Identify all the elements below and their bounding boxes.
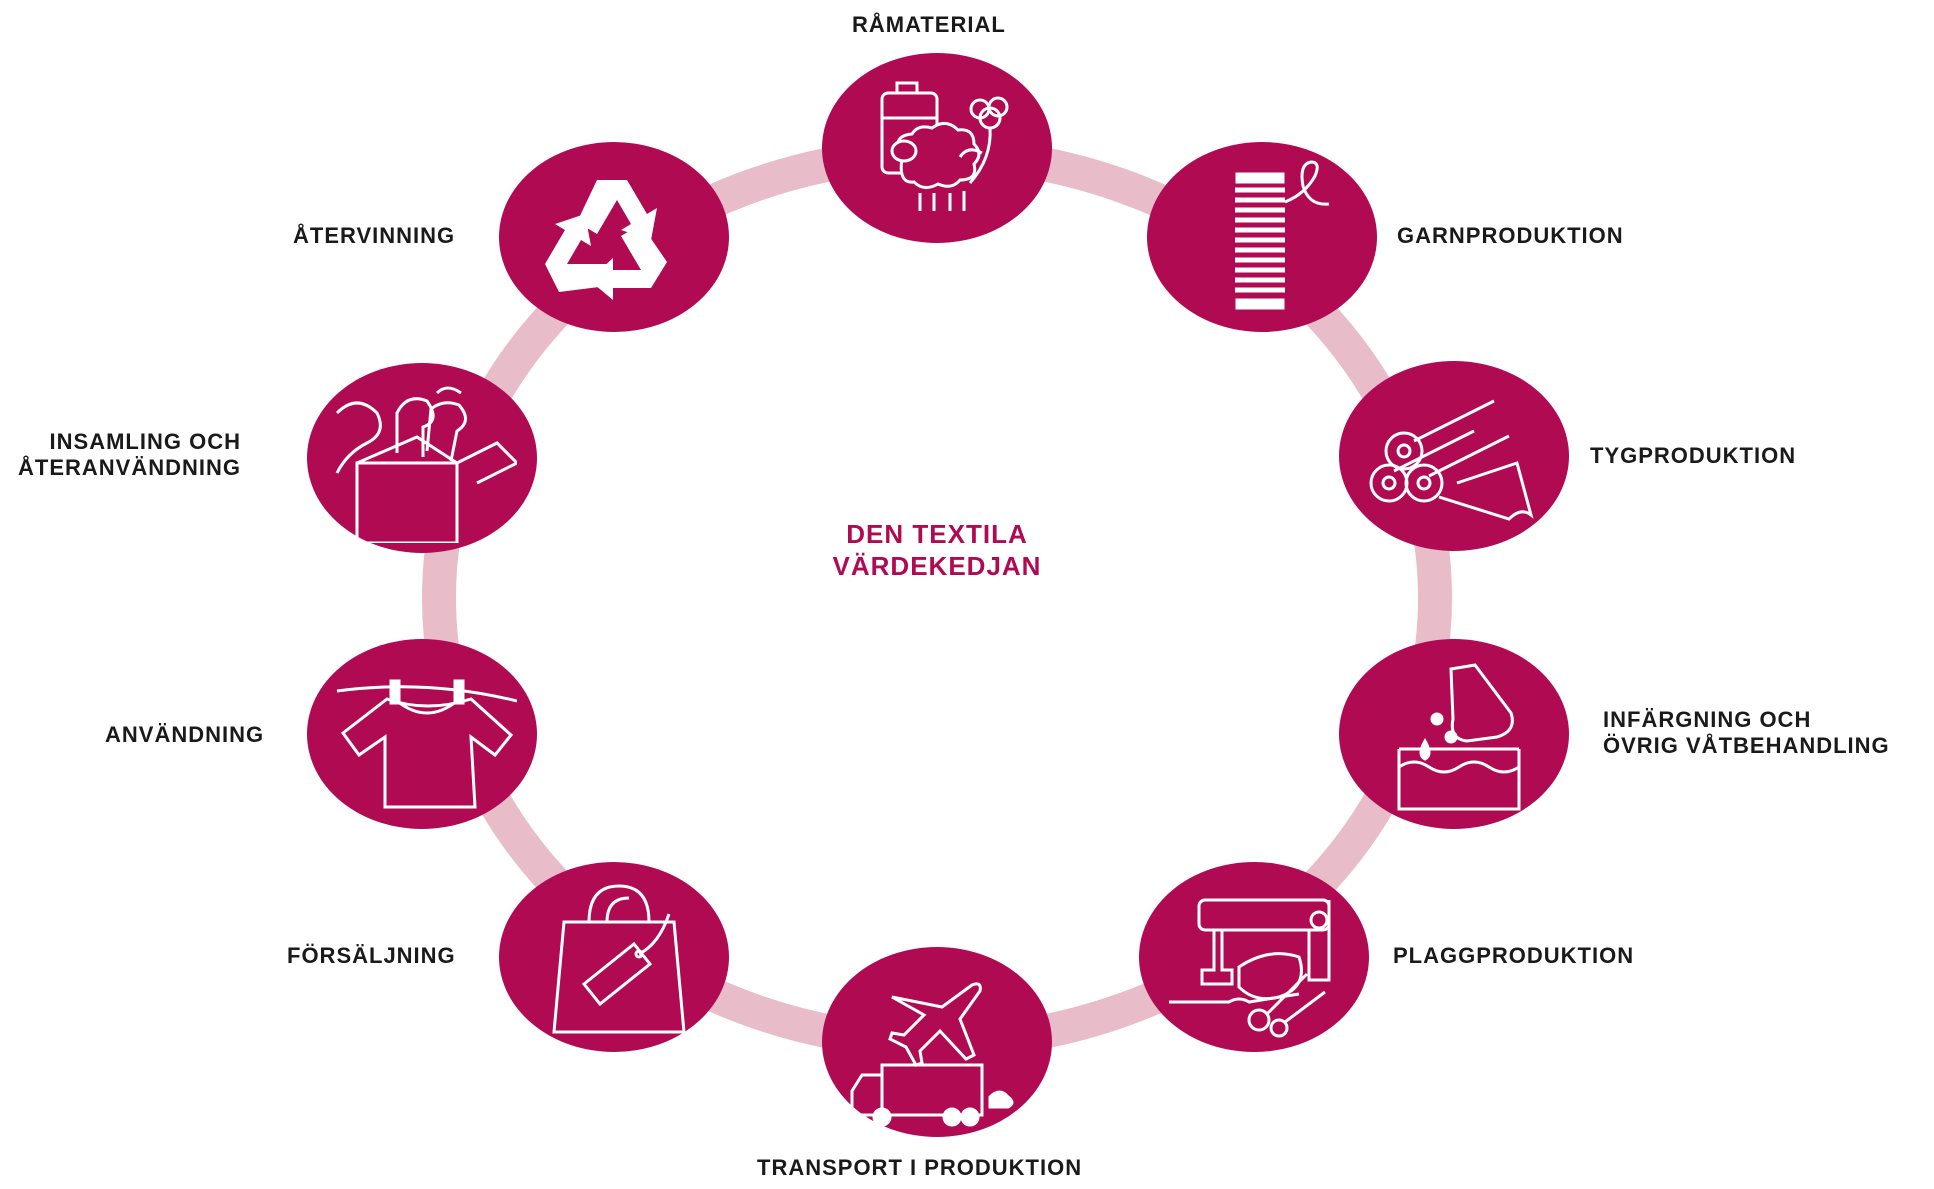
node-infargning — [1339, 639, 1569, 829]
node-plaggproduktion — [1139, 862, 1369, 1052]
diagram-center-title: DEN TEXTILA VÄRDEKEDJAN — [833, 518, 1042, 582]
label-transport: TRANSPORT I PRODUKTION — [757, 1155, 1083, 1180]
node-forsaljning — [499, 862, 729, 1052]
label-ramaterial: RÅMATERIAL — [852, 12, 1006, 37]
label-infargning-line-1: INFÄRGNING OCH — [1603, 707, 1812, 732]
center-title-line-2: VÄRDEKEDJAN — [832, 551, 1042, 581]
dye-beaker-icon — [1397, 663, 1521, 811]
node-tygproduktion — [1339, 361, 1569, 551]
label-forsaljning: FÖRSÄLJNING — [287, 943, 456, 968]
label-atervinning: ÅTERVINNING — [293, 223, 456, 248]
label-plaggproduktion: PLAGGPRODUKTION — [1393, 943, 1635, 968]
node-transport — [822, 947, 1052, 1137]
node-anvandning — [307, 639, 537, 829]
plane-truck-icon — [850, 982, 1014, 1127]
recycle-icon — [545, 180, 667, 300]
shirt-on-line-icon — [336, 679, 517, 809]
node-garnproduktion — [1147, 142, 1377, 332]
node-atervinning — [499, 142, 729, 332]
sheep-cotton-canister-icon — [880, 81, 1009, 211]
label-infargning: INFÄRGNING OCH ÖVRIG VÅTBEHANDLING — [1603, 707, 1890, 759]
node-ramaterial — [822, 53, 1052, 243]
label-infargning-line-2: ÖVRIG VÅTBEHANDLING — [1603, 733, 1890, 758]
label-tygproduktion: TYGPRODUKTION — [1590, 443, 1797, 468]
fabric-rolls-icon — [1369, 399, 1534, 521]
yarn-spool-icon — [1235, 160, 1330, 310]
node-insamling — [307, 363, 537, 553]
collection-box-icon — [335, 386, 517, 543]
label-anvandning: ANVÄNDNING — [105, 722, 265, 747]
sewing-machine-icon — [1169, 898, 1331, 1038]
label-garnproduktion: GARNPRODUKTION — [1397, 223, 1624, 248]
label-insamling: INSAMLING OCH ÅTERANVÄNDNING — [18, 429, 241, 481]
center-title-line-1: DEN TEXTILA — [846, 519, 1028, 549]
label-insamling-line-1: INSAMLING OCH — [49, 429, 241, 454]
label-insamling-line-2: ÅTERANVÄNDNING — [18, 455, 241, 480]
shopping-bag-icon — [552, 884, 686, 1034]
